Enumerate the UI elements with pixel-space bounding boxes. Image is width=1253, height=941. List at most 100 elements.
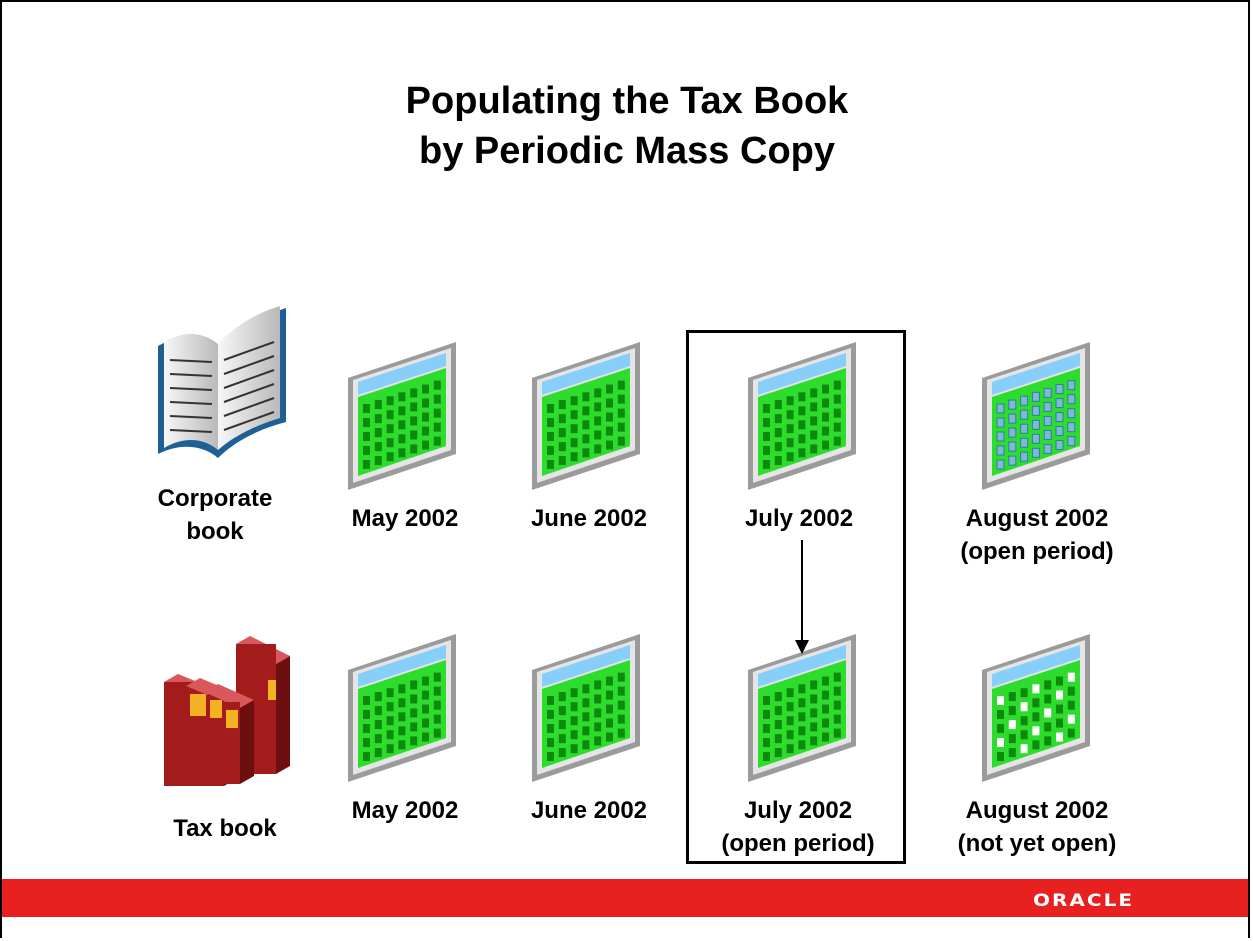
calendar-cell <box>774 400 782 410</box>
calendar-cell <box>433 728 441 738</box>
calendar-cell <box>1055 426 1064 437</box>
calendar-cell <box>833 686 841 696</box>
calendar-cell <box>1044 736 1052 746</box>
calendar-cell <box>422 704 429 714</box>
calendar-cell <box>996 417 1005 428</box>
calendar-cell <box>810 430 818 440</box>
calendar-cell <box>374 414 382 424</box>
calendar-icon <box>982 342 1090 490</box>
calendar-cell <box>398 406 406 416</box>
calendar-cell <box>1067 408 1076 419</box>
calendar-cell <box>410 388 418 398</box>
calendar-cell <box>363 404 370 413</box>
calendar-cell <box>386 410 394 420</box>
calendar-cell <box>410 402 418 412</box>
footer-bar: ORACLE <box>2 879 1248 917</box>
calendar-cell <box>363 724 370 733</box>
calendar-cell <box>582 420 590 430</box>
calendar-cell <box>594 444 602 454</box>
calendar-cell <box>386 730 394 740</box>
calendar-cell <box>582 434 590 444</box>
open-book-icon <box>158 306 286 458</box>
calendar-cell <box>410 736 418 746</box>
calendar-cell <box>547 710 554 719</box>
calendar-cell <box>1067 728 1075 738</box>
calendar-cell <box>570 744 578 754</box>
calendar-cell <box>398 712 406 722</box>
calendar-cell <box>1044 708 1052 718</box>
oracle-logo: ORACLE <box>1033 889 1134 911</box>
calendar-cell <box>822 412 829 422</box>
calendar-cell <box>398 392 406 402</box>
calendar-cell <box>1020 395 1029 406</box>
calendar-cell <box>606 440 613 450</box>
calendar-cell <box>1067 394 1076 405</box>
calendar-cell <box>433 672 441 682</box>
calendar-cell <box>810 444 818 454</box>
calendar-cell <box>833 394 841 404</box>
calendar-cell <box>558 414 566 424</box>
calendar-cell <box>1032 726 1040 736</box>
title-line-2: by Periodic Mass Copy <box>418 130 835 172</box>
calendar-cell <box>810 708 818 718</box>
calendar-cell <box>997 738 1004 747</box>
corporate-book-label-line-1: Corporate <box>157 485 273 512</box>
calendar-cell <box>1020 409 1029 420</box>
calendar-cell <box>386 702 394 712</box>
calendar-cell <box>558 706 566 716</box>
calendar-icon <box>532 634 640 782</box>
calendar-cell <box>433 700 441 710</box>
period-label-line-2: (open period) <box>960 538 1114 565</box>
calendar-cell <box>763 696 770 705</box>
calendar-cell <box>822 398 829 408</box>
calendar-cell <box>996 459 1005 470</box>
calendar-icon <box>348 342 456 490</box>
calendar-cell <box>1067 436 1076 447</box>
calendar-cell <box>606 718 613 728</box>
calendar-cell <box>398 740 406 750</box>
calendar-cell <box>1043 429 1052 440</box>
calendar-cell <box>1008 748 1016 758</box>
calendar-cell <box>433 714 441 724</box>
calendar-cell <box>433 380 441 390</box>
calendar-cell <box>422 440 429 450</box>
calendar-cell <box>1067 380 1076 391</box>
calendar-cell <box>398 698 406 708</box>
calendar-cell <box>786 702 794 712</box>
calendar-cell <box>422 732 429 742</box>
calendar-cell <box>763 752 770 761</box>
calendar-cell <box>833 436 841 446</box>
calendar-cell <box>822 690 829 700</box>
calendar-cell <box>594 708 602 718</box>
calendar-cell <box>617 422 625 432</box>
calendar-cell <box>398 684 406 694</box>
calendar-cell <box>810 402 818 412</box>
calendar-cell <box>363 738 370 747</box>
calendar-cell <box>422 690 429 700</box>
calendar-cell <box>1031 447 1040 458</box>
calendar-cell <box>810 388 818 398</box>
calendar-cell <box>570 424 578 434</box>
title-line-1: Populating the Tax Book <box>405 80 849 122</box>
calendar-cell <box>1020 716 1028 726</box>
corporate-book-label: Corporate book <box>130 482 300 548</box>
period-label-line-1: May 2002 <box>351 505 459 532</box>
calendar-cell <box>786 424 794 434</box>
calendar-cell <box>798 392 806 402</box>
calendar-cell <box>833 422 841 432</box>
calendar-cell <box>798 698 806 708</box>
calendar-cell <box>798 434 806 444</box>
calendar-cell <box>363 432 370 441</box>
calendar-cell <box>1067 700 1075 710</box>
calendar-cell <box>763 446 770 455</box>
calendar-cell <box>996 445 1005 456</box>
calendar-cell <box>386 744 394 754</box>
calendar-cell <box>558 456 566 466</box>
calendar-cell <box>433 436 441 446</box>
calendar-cell <box>582 684 590 694</box>
calendar-cell <box>1008 734 1016 744</box>
calendar-cell <box>374 400 382 410</box>
calendar-icon <box>348 634 456 782</box>
calendar-cell <box>1044 722 1052 732</box>
calendar-cell <box>810 694 818 704</box>
